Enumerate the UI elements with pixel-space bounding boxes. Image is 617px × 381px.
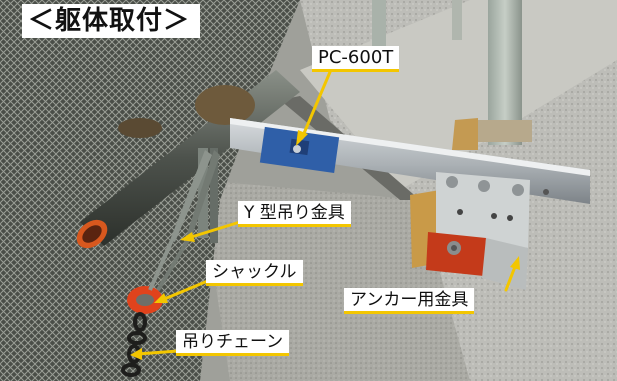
- label-pc-600t: PC-600T: [312, 46, 400, 72]
- label-y-bracket: Y 型吊り金具: [238, 201, 351, 227]
- caption-title: ＜躯体取付＞: [22, 4, 201, 38]
- label-anchor-bracket: アンカー用金具: [344, 288, 475, 314]
- label-chain: 吊りチェーン: [176, 330, 290, 356]
- label-shackle: シャックル: [206, 260, 303, 286]
